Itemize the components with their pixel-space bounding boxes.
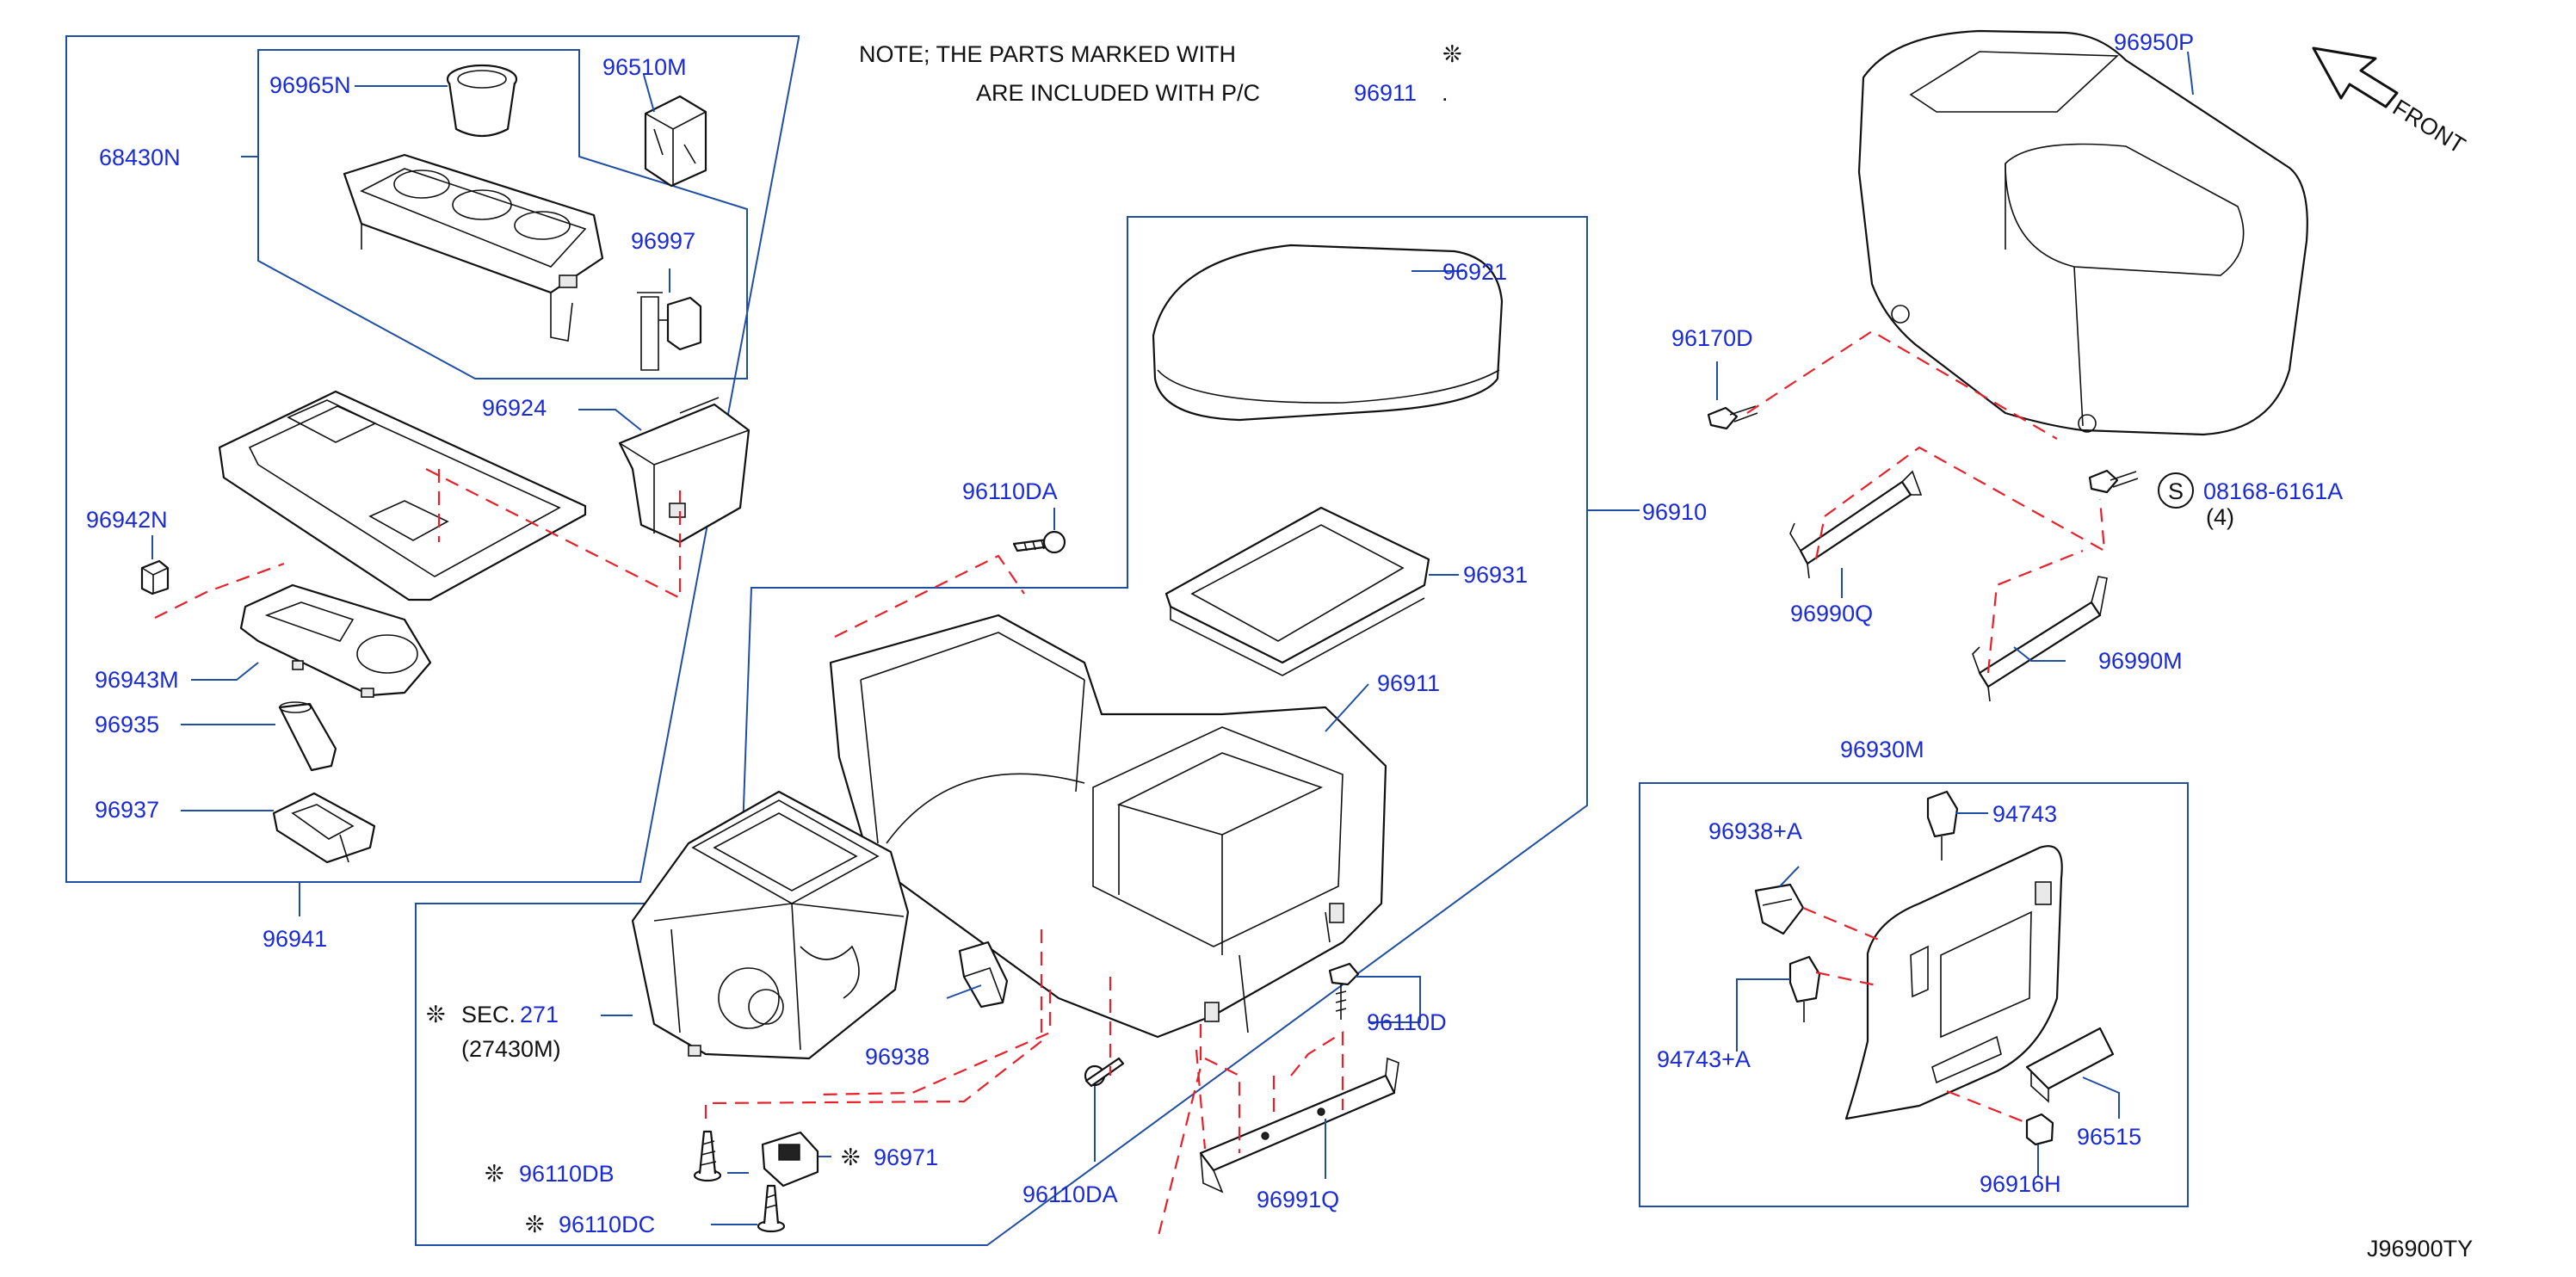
label-96110DC[interactable]: 96110DC [559,1212,655,1237]
label-96931[interactable]: 96931 [1463,562,1528,588]
label-96515[interactable]: 96515 [2077,1124,2141,1150]
label-96990Q[interactable]: 96990Q [1790,601,1873,626]
label-96991Q[interactable]: 96991Q [1257,1187,1339,1212]
label-96937[interactable]: 96937 [95,797,159,823]
shift-boot-96935-part [278,701,337,772]
cup-holder-insert-96965N-part [446,64,518,138]
label-94743[interactable]: 94743 [1992,801,2057,827]
label-96990M[interactable]: 96990M [2098,648,2183,674]
front-arrow-icon [2312,46,2399,108]
leader-dash-center-3 [1109,977,1202,1240]
label-96170D[interactable]: 96170D [1671,325,1753,351]
lid-96515-part [2025,1027,2115,1103]
note-line-1: NOTE; THE PARTS MARKED WITH [859,41,1236,67]
subgroup-box-96965N [257,49,748,379]
label-96950P[interactable]: 96950P [2114,29,2194,55]
switch-96997-part [637,292,702,371]
fastener-94743A-part [1788,955,1821,1022]
leader-dash-center-4 [1204,1031,1344,1153]
label-96942N[interactable]: 96942N [86,507,168,533]
label-96938[interactable]: 96938 [865,1044,930,1070]
label-96916H[interactable]: 96916H [1980,1171,2061,1197]
label-96510M[interactable]: 96510M [602,54,687,80]
sec-marker-icon: ❊ [426,1002,446,1027]
label-96924[interactable]: 96924 [482,395,547,421]
screw-96110DA-bottom-part [1084,1057,1125,1088]
armrest-96950P-part [1857,29,2308,436]
console-lid-96921-part [1152,244,1504,422]
label-68430N[interactable]: 68430N [99,145,181,170]
screw-96110DA-top-part [1012,530,1066,554]
marker-96110DB-icon: ❊ [485,1161,504,1187]
fastener-94743-part [1926,790,1959,861]
leader-lines [151,51,2194,1225]
cup-holder-tray-part [343,153,604,342]
label-08168-qty: (4) [2206,504,2234,530]
label-96938A[interactable]: 96938+A [1708,818,1802,844]
label-96110D[interactable]: 96110D [1367,1009,1447,1035]
label-96935[interactable]: 96935 [95,712,159,737]
screw-96110DC-part [757,1184,786,1233]
marker-96110DC-icon: ❊ [525,1212,545,1237]
label-96910[interactable]: 96910 [1642,499,1707,525]
bracket-96990M-part [1972,576,2108,702]
leader-dash-right-3 [1814,515,2084,674]
clip-96916H-part [2025,1113,2054,1146]
marker-96971-icon: ❊ [841,1144,861,1170]
note-line-2: ARE INCLUDED WITH P/C [976,80,1260,106]
group-box-96930M [1639,782,2189,1207]
label-96911[interactable]: 96911 [1377,670,1440,696]
bracket-96924-part [618,397,751,544]
bolt-08168-6161A-part [2088,469,2139,494]
label-96965N[interactable]: 96965N [269,72,351,98]
label-96943M[interactable]: 96943M [95,667,179,693]
label-96921[interactable]: 96921 [1442,259,1507,285]
supplier-s-badge [2158,472,2194,509]
label-96110DB[interactable]: 96110DB [519,1161,615,1187]
plate-96937-part [272,792,376,864]
rear-finisher-96930M-part [1844,845,2063,1120]
leader-dash-left-1 [154,468,682,619]
console-body-96911-part [829,614,1387,1039]
leader-dash-center-1 [834,554,1025,638]
leader-dash-center-5 [817,990,1207,1150]
note-part-96911[interactable]: 96911 [1354,80,1417,106]
leader-dash-center-2 [704,929,1043,1123]
supplier-s-letter: S [2168,478,2184,504]
bolt-96170D-part [1707,405,1758,430]
label-96110DA-bottom[interactable]: 96110DA [1022,1181,1118,1207]
leader-dash-96930M-1 [1802,906,2028,1125]
clip-96942N-part [140,559,170,595]
front-label: FRONT [2388,95,2470,159]
label-sec-prefix: SEC. [461,1002,516,1027]
label-08168-6161A[interactable]: 08168-6161A [2203,478,2343,504]
clip-96938A-part [1754,883,1805,935]
label-96997[interactable]: 96997 [631,228,695,254]
console-finisher-panel-part [218,390,587,601]
label-sec-271[interactable]: 271 [520,1002,559,1027]
bracket-96990Q-part [1789,470,1923,579]
bracket-96991Q-part [1199,1057,1399,1194]
screw-96110DB-part [693,1130,722,1182]
clip-96971-part [761,1131,819,1188]
note-period: . [1442,80,1449,106]
bolt-96110D-part [1328,962,1360,1020]
label-96941[interactable]: 96941 [263,926,327,952]
label-94743A[interactable]: 94743+A [1657,1046,1751,1072]
clip-96938-part [958,941,1009,1009]
label-96930M[interactable]: 96930M [1840,737,1924,762]
lid-frame-96931-part [1164,506,1430,676]
diagram-code: J96900TY [2367,1236,2473,1262]
label-96110DA-top[interactable]: 96110DA [962,478,1058,504]
label-sec-sub: (27430M) [461,1036,561,1062]
clip-96510M-part [644,95,707,188]
label-96971[interactable]: 96971 [874,1144,938,1170]
leader-dash-right-1 [1746,330,2058,440]
shifter-mechanism-27430M-part [631,790,910,1060]
shift-bezel-96943M-part [239,583,432,698]
note-marker-icon: ❊ [1442,41,1462,67]
leader-dash-right-2 [1824,446,2106,552]
